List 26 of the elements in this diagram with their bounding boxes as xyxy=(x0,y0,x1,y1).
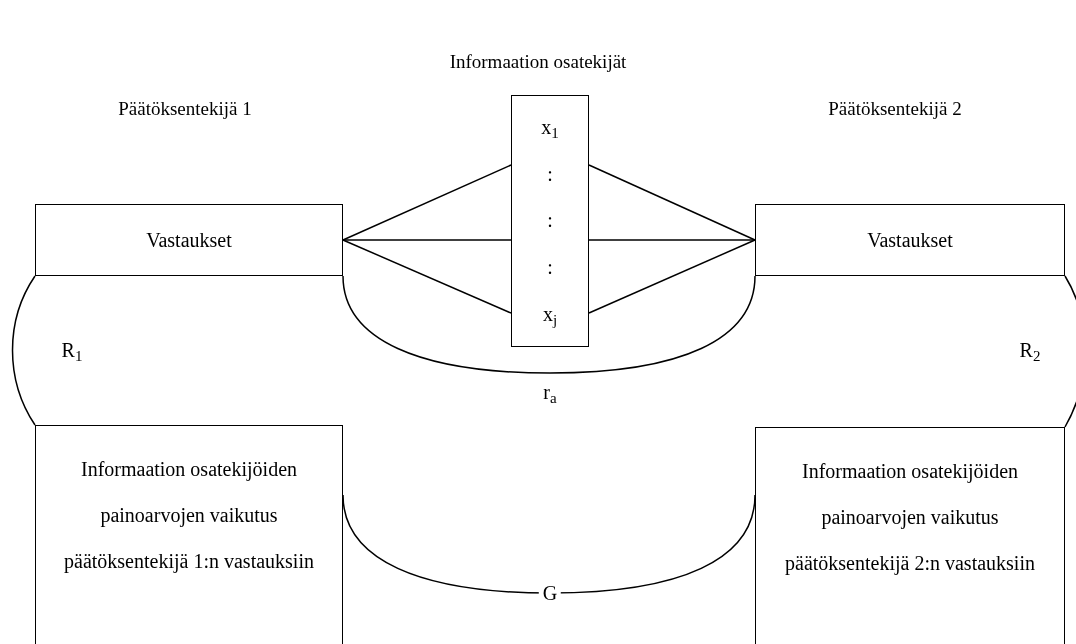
cue-label: x$_{1}$ xyxy=(541,114,559,140)
box-text: Vastaukset xyxy=(867,227,953,253)
box-text: Informaation osatekijöiden painoarvojen vaikutus päätöksentekijä 2:n vastauksiin xyxy=(784,459,1036,577)
connector-line xyxy=(342,164,512,241)
cue-label: : xyxy=(547,161,553,187)
connector-curve xyxy=(342,275,756,374)
text-box xyxy=(755,427,1065,644)
cue-label: : xyxy=(547,208,553,234)
connector-line xyxy=(588,239,756,241)
box-text: Vastaukset xyxy=(146,227,232,253)
cue-label: x$_{j}$ xyxy=(542,302,558,328)
text-box xyxy=(35,425,343,644)
text-box xyxy=(35,204,343,276)
connector-line xyxy=(588,239,756,314)
connector-line xyxy=(342,239,512,314)
title: Informaation osatekijät xyxy=(449,50,627,74)
column-heading: Päätöksentekijä 2 xyxy=(828,97,962,121)
connector-curve xyxy=(11,275,36,426)
box-text: Informaation osatekijöiden painoarvojen vaikutus päätöksentekijä 1:n vastauksiin xyxy=(63,457,315,575)
text-box xyxy=(755,204,1065,276)
column-heading: Päätöksentekijä 1 xyxy=(118,97,252,121)
cue-label: : xyxy=(547,255,553,281)
connector-line xyxy=(588,164,756,241)
connector-curve xyxy=(1064,275,1076,428)
cue-list-box xyxy=(511,95,589,347)
connector-line xyxy=(342,239,512,241)
